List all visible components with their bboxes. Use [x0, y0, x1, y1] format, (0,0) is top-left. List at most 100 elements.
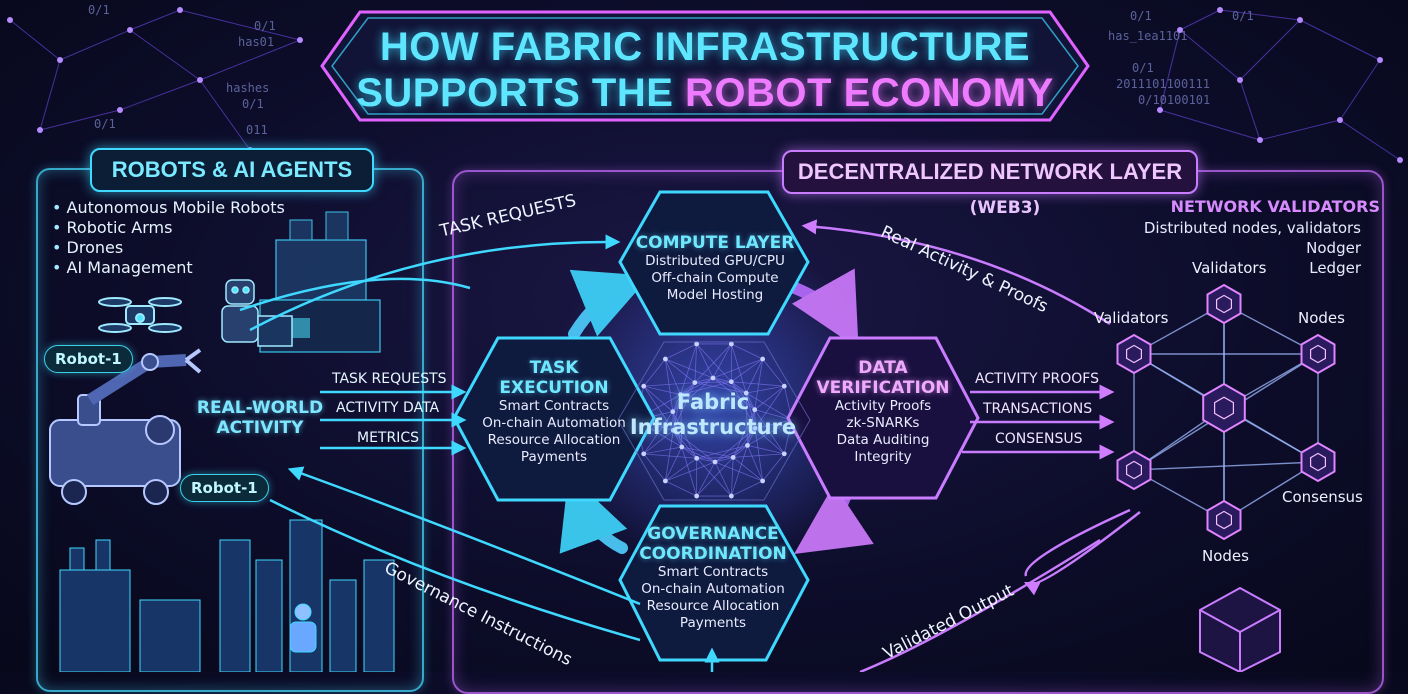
validator-node-icon [1208, 501, 1241, 539]
robot-label-top: Robot-1 [44, 345, 133, 373]
data-verification-title-2: VERIFICATION [796, 378, 970, 398]
governance-title-1: GOVERNANCE [628, 524, 798, 544]
node-label-nodes-right: Nodes [1298, 309, 1345, 327]
network-panel-header: DECENTRALIZED NETWORK LAYER [782, 150, 1198, 194]
task-line: Resource Allocation [462, 432, 646, 449]
fabric-line-2: Infrastructure [620, 415, 806, 440]
data-line: zk-SNARKs [796, 415, 970, 432]
web3-subheader: (WEB3) [940, 198, 1070, 218]
data-line: Data Auditing [796, 432, 970, 449]
node-label-validators-top: Validators [1192, 259, 1266, 277]
task-execution-title-1: TASK [462, 358, 646, 378]
validators-line: Distributed nodes, validators [1120, 218, 1361, 238]
fabric-link [731, 445, 747, 496]
fabric-node [760, 479, 765, 484]
compute-layer-title: COMPUTE LAYER [628, 233, 802, 253]
validator-node-icon [1302, 335, 1335, 373]
fabric-node [713, 460, 718, 465]
list-item: Robotic Arms [52, 218, 285, 238]
data-verification-title-1: DATA [796, 358, 970, 378]
robots-panel-header: ROBOTS & AI AGENTS [90, 148, 374, 192]
fabric-link [695, 382, 731, 383]
task-line: Smart Contracts [462, 398, 646, 415]
governance-title-2: COORDINATION [628, 544, 798, 564]
validator-node-icon [1208, 285, 1241, 323]
robot-label-bottom: Robot-1 [180, 474, 269, 502]
flow-label-consensus: CONSENSUS [995, 431, 1083, 447]
governance-line: Payments [628, 615, 798, 632]
robot-types-list: Autonomous Mobile Robots Robotic Arms Dr… [52, 198, 285, 278]
compute-line: Model Hosting [628, 287, 802, 304]
fabric-node [711, 376, 716, 381]
fabric-node [679, 445, 684, 450]
real-world-activity-label: REAL-WORLD ACTIVITY [190, 398, 330, 438]
compute-line: Off-chain Compute [628, 270, 802, 287]
fabric-node [729, 379, 734, 384]
fabric-link [644, 359, 666, 386]
fabric-node [782, 451, 787, 456]
fabric-line-1: Fabric [620, 390, 806, 415]
flow-label-task-requests: TASK REQUESTS [332, 371, 447, 387]
flow-label-transactions: TRANSACTIONS [983, 401, 1092, 417]
fabric-link [644, 454, 666, 481]
compute-layer-block: COMPUTE LAYER Distributed GPU/CPU Off-ch… [628, 233, 802, 304]
fabric-node [782, 384, 787, 389]
data-line: Integrity [796, 449, 970, 466]
fabric-link [644, 447, 682, 454]
fabric-node [692, 380, 697, 385]
fabric-link [665, 458, 696, 481]
fabric-node [663, 357, 668, 362]
city-illustration [60, 520, 394, 672]
fabric-link [644, 454, 697, 458]
flow-label-metrics: METRICS [357, 430, 419, 446]
fabric-link [665, 481, 696, 496]
node-label-validators-left: Validators [1094, 309, 1168, 327]
validator-node-icon [1118, 451, 1151, 489]
robots-illustration [50, 212, 394, 672]
task-execution-block: TASK EXECUTION Smart Contracts On-chain … [462, 358, 646, 466]
governance-line: Resource Allocation [628, 598, 798, 615]
fabric-node [663, 479, 668, 484]
validators-line: Nodger [1120, 238, 1361, 258]
drone-icon [99, 298, 181, 332]
fabric-node [694, 494, 699, 499]
ledger-cube-icon [1200, 588, 1280, 672]
list-item: Autonomous Mobile Robots [52, 198, 285, 218]
fabric-node [760, 357, 765, 362]
cycle-arrow-task-to-compute [574, 284, 630, 334]
validator-node-icon [1203, 384, 1245, 432]
validator-link [1134, 462, 1318, 470]
data-verification-block: DATA VERIFICATION Activity Proofs zk-SNA… [796, 358, 970, 466]
task-line: On-chain Automation [462, 415, 646, 432]
fabric-link [747, 445, 784, 453]
governance-line: On-chain Automation [628, 581, 798, 598]
list-item: AI Management [52, 258, 285, 278]
node-label-consensus: Consensus [1282, 488, 1363, 506]
governance-block: GOVERNANCE COORDINATION Smart Contracts … [628, 524, 798, 632]
fabric-link [665, 344, 696, 359]
fabric-link [763, 454, 785, 481]
task-execution-title-2: EXECUTION [462, 378, 646, 398]
validator-node-icon [1118, 335, 1151, 373]
cycle-arrow-governance-to-task [576, 494, 622, 548]
fabric-link [697, 457, 733, 458]
fabric-node [731, 455, 736, 460]
fabric-node [729, 494, 734, 499]
fabric-node [745, 443, 750, 448]
fabric-link [681, 344, 697, 395]
list-item: Drones [52, 238, 285, 258]
data-line: Activity Proofs [796, 398, 970, 415]
network-validators-title: NETWORK VALIDATORS [1120, 197, 1380, 216]
fabric-infrastructure-label: Fabric Infrastructure [620, 390, 806, 440]
fabric-link [731, 359, 762, 382]
rwa-line-1: REAL-WORLD [190, 398, 330, 418]
flow-label-activity-data: ACTIVITY DATA [336, 400, 439, 416]
fabric-node [694, 456, 699, 461]
fabric-link [731, 344, 762, 359]
rwa-line-2: ACTIVITY [190, 418, 330, 438]
flow-label-activity-proofs: ACTIVITY PROOFS [975, 371, 1099, 387]
robotic-arm-icon [50, 350, 200, 504]
fabric-link [763, 359, 785, 386]
fabric-link [731, 382, 784, 386]
task-line: Payments [462, 449, 646, 466]
